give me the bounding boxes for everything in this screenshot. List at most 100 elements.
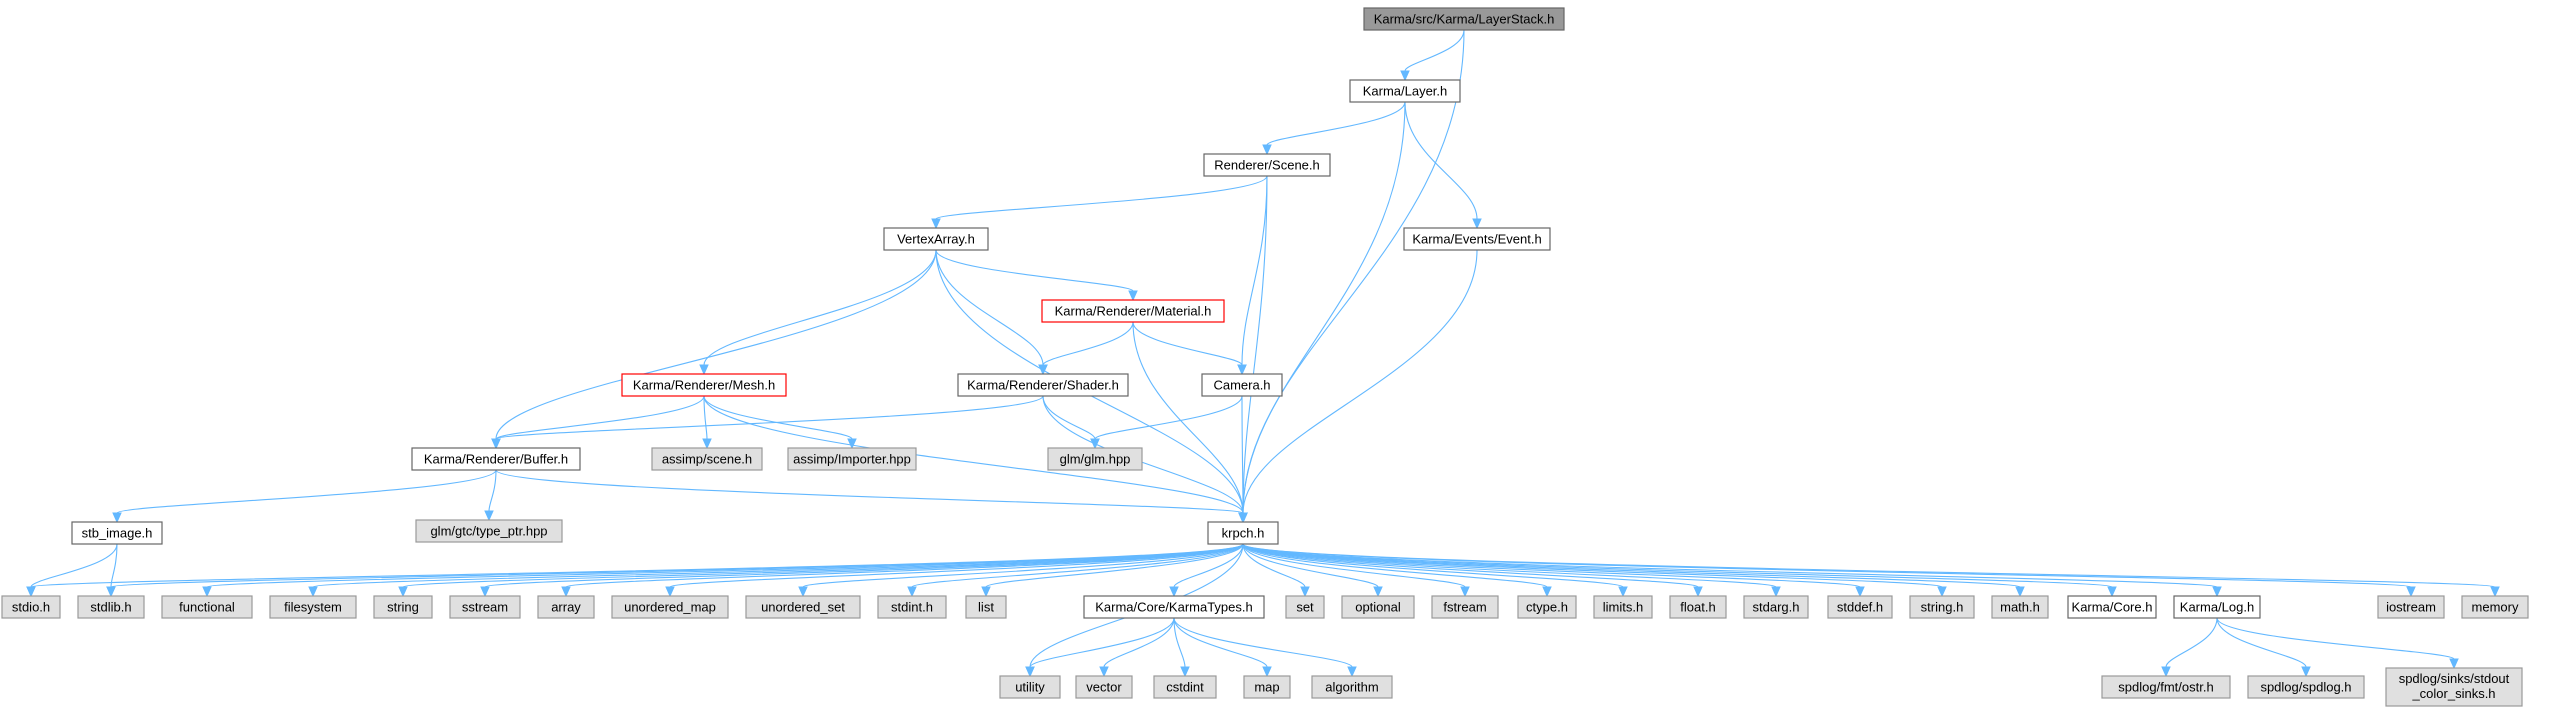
node-label: ctype.h	[1526, 600, 1568, 615]
node-label: filesystem	[284, 600, 342, 615]
node-box	[1431, 595, 1499, 619]
node-map: map	[1243, 675, 1291, 699]
node-label: glm/glm.hpp	[1060, 452, 1131, 467]
edge-layerstack-to-krpch	[1238, 29, 1465, 524]
node-label: Karma/Layer.h	[1363, 84, 1448, 99]
node-box	[1153, 675, 1217, 699]
node-filesystem: filesystem	[269, 595, 357, 619]
node-label: math.h	[2000, 600, 2040, 615]
node-label: Renderer/Scene.h	[1214, 158, 1320, 173]
node-box	[1743, 595, 1809, 619]
node-label: spdlog/sinks/stdout_color_sinks.h	[2399, 671, 2510, 701]
node-box	[1075, 675, 1133, 699]
node-scene[interactable]: Renderer/Scene.h	[1203, 153, 1331, 177]
node-box	[1207, 521, 1279, 545]
node-array: array	[537, 595, 595, 619]
node-box	[1041, 299, 1225, 323]
node-box	[965, 595, 1007, 619]
node-mesh[interactable]: Karma/Renderer/Mesh.h	[621, 373, 787, 397]
node-layerstack[interactable]: Karma/src/Karma/LayerStack.h	[1363, 7, 1565, 31]
node-core[interactable]: Karma/Core.h	[2067, 595, 2157, 619]
node-box	[2385, 667, 2523, 707]
node-box	[1, 595, 61, 619]
node-box	[1285, 595, 1325, 619]
node-box	[2173, 595, 2261, 619]
node-stbimage[interactable]: stb_image.h	[71, 521, 163, 545]
edge-layer-to-event	[1404, 101, 1482, 230]
node-vertexarray[interactable]: VertexArray.h	[883, 227, 989, 251]
node-label: map	[1254, 680, 1279, 695]
node-box	[1201, 373, 1283, 397]
node-box	[1203, 153, 1331, 177]
node-stdint: stdint.h	[877, 595, 947, 619]
edge-shader-to-glm	[1042, 395, 1100, 450]
node-box	[77, 595, 145, 619]
edge-krpch-to-string	[398, 543, 1244, 598]
node-label: cstdint	[1166, 680, 1204, 695]
edge-layer-to-scene	[1262, 101, 1406, 156]
node-label: stdlib.h	[90, 600, 131, 615]
node-limits: limits.h	[1593, 595, 1653, 619]
node-label: limits.h	[1603, 600, 1643, 615]
node-box	[449, 595, 521, 619]
node-box	[71, 521, 163, 545]
node-typeptr: glm/gtc/type_ptr.hpp	[415, 519, 563, 543]
edge-vertexarray-to-buffer	[491, 249, 937, 450]
node-box	[269, 595, 357, 619]
node-layer[interactable]: Karma/Layer.h	[1349, 79, 1461, 103]
node-log[interactable]: Karma/Log.h	[2173, 595, 2261, 619]
node-event[interactable]: Karma/Events/Event.h	[1403, 227, 1551, 251]
edge-krpch-to-math	[1242, 543, 2025, 598]
node-label: Karma/Core.h	[2072, 600, 2153, 615]
node-functional: functional	[161, 595, 253, 619]
node-material[interactable]: Karma/Renderer/Material.h	[1041, 299, 1225, 323]
node-label: glm/gtc/type_ptr.hpp	[430, 524, 547, 539]
edge-krpch-to-functional	[202, 543, 1244, 598]
node-box	[1363, 7, 1565, 31]
node-ctype: ctype.h	[1517, 595, 1577, 619]
node-label: functional	[179, 600, 235, 615]
edge-karmatypes-to-algorithm	[1173, 617, 1357, 678]
edge-krpch-to-log	[1242, 543, 2222, 598]
node-label: Karma/Log.h	[2180, 600, 2254, 615]
node-iostream: iostream	[2377, 595, 2445, 619]
node-string: string	[373, 595, 433, 619]
node-camera[interactable]: Camera.h	[1201, 373, 1283, 397]
node-unordered_set: unordered_set	[745, 595, 861, 619]
node-shader[interactable]: Karma/Renderer/Shader.h	[957, 373, 1129, 397]
node-box	[1593, 595, 1653, 619]
node-fstream: fstream	[1431, 595, 1499, 619]
node-buffer[interactable]: Karma/Renderer/Buffer.h	[411, 447, 581, 471]
edge-camera-to-glm	[1090, 395, 1243, 450]
node-karmatypes[interactable]: Karma/Core/KarmaTypes.h	[1083, 595, 1265, 619]
node-set: set	[1285, 595, 1325, 619]
edge-mesh-to-buffer	[491, 395, 705, 450]
edge-krpch-to-stringh	[1242, 543, 1947, 598]
edge-krpch-to-unordered_set	[798, 543, 1244, 598]
node-stdio: stdio.h	[1, 595, 61, 619]
edge-krpch-to-optional	[1242, 543, 1383, 598]
edge-shader-to-buffer	[491, 395, 1044, 450]
edge-krpch-to-stddef	[1242, 543, 1865, 598]
node-cstdint: cstdint	[1153, 675, 1217, 699]
node-float: float.h	[1669, 595, 1727, 619]
node-box	[1243, 675, 1291, 699]
node-label: stdarg.h	[1753, 600, 1800, 615]
edge-krpch-to-memory	[1242, 543, 2500, 598]
node-box	[1341, 595, 1415, 619]
node-label: sstream	[462, 600, 508, 615]
node-label: assimp/scene.h	[662, 452, 752, 467]
edge-krpch-to-stdarg	[1242, 543, 1781, 598]
edge-material-to-shader	[1038, 321, 1134, 376]
edge-log-to-spdlog	[2216, 617, 2311, 678]
node-label: Karma/Events/Event.h	[1412, 232, 1541, 247]
edge-krpch-to-float	[1242, 543, 1703, 598]
node-label: Camera.h	[1213, 378, 1270, 393]
node-box	[621, 373, 787, 397]
edge-material-to-krpch	[1132, 321, 1248, 524]
node-krpch[interactable]: krpch.h	[1207, 521, 1279, 545]
edge-vertexarray-to-shader	[935, 249, 1048, 376]
node-box	[2377, 595, 2445, 619]
node-box	[1403, 227, 1551, 251]
node-label: stdio.h	[12, 600, 50, 615]
